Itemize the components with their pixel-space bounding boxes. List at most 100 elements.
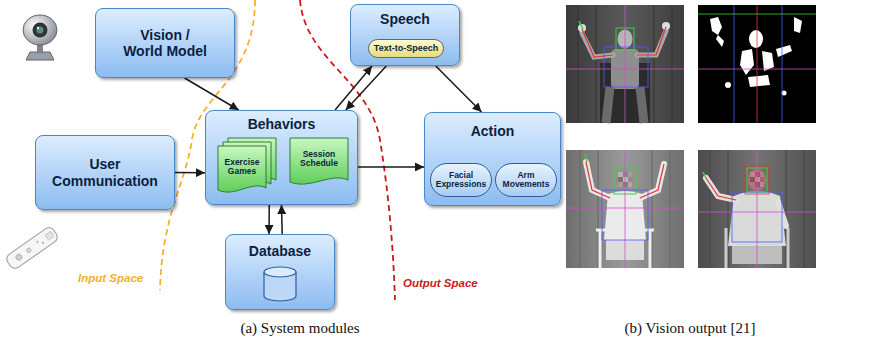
webcam-icon [37,27,44,34]
document-stack: Exercise Games [218,138,276,194]
vision-photo [750,182,755,187]
vision-photo [618,172,623,177]
connector-arrow [281,205,283,234]
node-label: Facial Expressions [435,171,487,190]
vision-mask-photo [716,35,724,47]
vision-photo [586,162,664,198]
vision-mask-photo [776,45,792,57]
webcam-icon [23,15,57,60]
vision-photo [628,182,632,187]
webcam-icon [33,23,48,38]
connector-arrow [175,172,205,174]
vision-mask-photo [734,5,782,123]
wii-remote-icon [36,240,39,243]
vision-photo [698,150,816,268]
webcam-icon [37,27,39,29]
node-label: Arm Movements [500,171,552,190]
wii-remote-icon [4,225,59,270]
connector-arrow [346,66,387,110]
vision-photo [582,33,613,57]
vision-photo [706,178,736,200]
vision-photo [623,172,628,177]
connector-arrow [358,166,424,168]
vision-photo [623,177,628,182]
node-label: Session Schedule [293,150,345,169]
vision-photo [566,150,684,268]
vision-photo [628,172,632,177]
vision-photo [698,150,816,268]
vision-photo [750,172,755,177]
database-icon [264,272,296,301]
connector-arrow [268,205,270,234]
vision-photo [585,154,587,162]
vision-mask-photo [749,30,763,48]
module-box: BehaviorsExercise GamesSession Schedule [205,110,358,205]
database-icon [264,267,296,301]
vision-photo [760,172,764,177]
subfigure-caption: (b) Vision output [21] [590,320,790,337]
region-label: Output Space [403,277,478,289]
vision-photo [706,178,736,200]
wii-remote-icon [26,247,32,253]
vision-photo [760,177,764,182]
wii-remote-icon [45,231,54,240]
vision-photo [623,182,628,187]
vision-mask-photo [698,5,816,123]
vision-mask-photo [757,5,758,123]
vision-photo [755,182,760,187]
module-box: User Communication [35,135,175,210]
wii-remote-icon [41,241,44,244]
connector-arrow [185,78,239,110]
vision-photo [703,172,706,178]
node-label: User Communication [44,156,166,188]
pill-node: Text-to-Speech [368,39,444,58]
vision-photo [582,27,666,57]
module-box: Database [225,234,335,310]
node-label: Speech [380,11,430,27]
pill-node: Facial Expressions [430,163,492,197]
node-label: Exercise Games [220,158,264,177]
wii-remote-icon [4,225,59,270]
vision-photo [755,177,760,182]
vision-photo [662,22,670,30]
module-box: ActionFacial Expressions Arm Movements [424,112,561,206]
vision-photo [618,182,623,187]
vision-photo [732,192,782,242]
vision-photo [566,150,684,268]
region-label: Input Space [78,272,143,284]
vision-photo [750,177,755,182]
wii-remote-icon [15,253,23,261]
webcam-icon [26,52,54,60]
database-icon [264,267,296,277]
connector-arrow [436,66,482,112]
vision-photo [618,177,623,182]
vision-mask-photo [698,5,816,123]
node-label: Database [249,243,311,259]
vision-photo [628,177,632,182]
vision-photo [760,182,764,187]
vision-photo [604,47,648,87]
vision-mask-photo [762,51,774,71]
vision-mask-photo [748,75,770,87]
pill-node: Arm Movements [495,163,557,197]
document-sheet [290,138,348,184]
node-label: Action [471,123,515,139]
vision-photo [755,172,760,177]
vision-photo [566,5,684,123]
vision-mask-photo [710,17,722,35]
webcam-icon [23,15,57,45]
vision-photo [566,150,684,268]
node-label: Text-to-Speech [374,44,438,54]
subfigure-caption: (a) System modules [150,320,450,337]
vision-mask-photo [794,17,802,33]
vision-photo [698,150,816,268]
vision-photo [566,5,684,123]
module-box: Vision / World Model [95,8,235,78]
vision-photo [579,21,583,29]
module-box: SpeechText-to-Speech [350,4,460,66]
vision-photo [637,31,666,55]
document-shape: Session Schedule [290,138,348,186]
